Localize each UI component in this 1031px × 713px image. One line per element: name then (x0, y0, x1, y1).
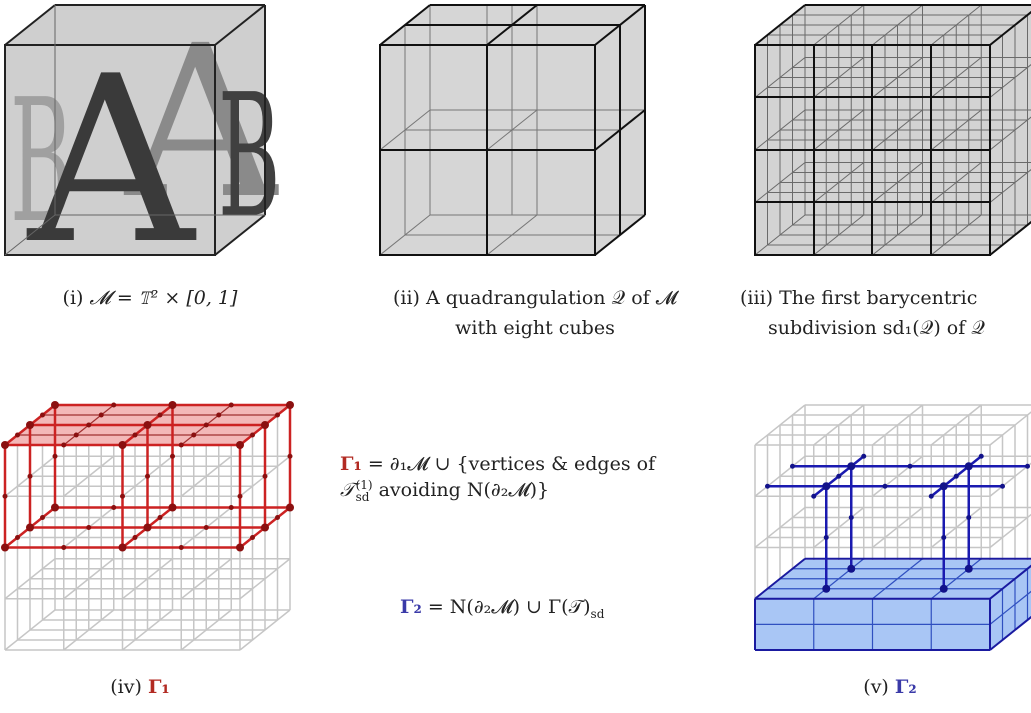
letter-left-b: B (10, 62, 72, 261)
figure-iv-gamma1 (1, 401, 294, 651)
caption-v-tag: (v) (863, 676, 889, 698)
caption-ii: (ii) A quadrangulation 𝒬 of 𝓜 with eight… (370, 283, 700, 343)
cube-i: A B A B (4, 0, 280, 270)
equation-gamma2: Γ₂ = N(∂₂𝓜) ∪ Γ(𝒯)sd (400, 594, 740, 627)
caption-iv-label: Γ₁ (147, 676, 170, 698)
caption-ii-tag: (ii) (392, 287, 420, 309)
caption-iv-tag: (iv) (110, 676, 142, 698)
letter-right-b: B (218, 57, 280, 256)
eq-gamma2-sub: sd (590, 606, 605, 621)
eq-gamma1-line1: = ∂₁𝓜 ∪ {vertices & edges of (361, 453, 656, 475)
caption-v: (v) Γ₂ (840, 672, 940, 702)
caption-iii: (iii) The first barycentric subdivision … (740, 283, 1031, 343)
eq-gamma2-label: Γ₂ (400, 596, 422, 618)
red-graph-iv (1, 401, 294, 552)
caption-iii-tag: (iii) (740, 287, 774, 309)
caption-i-math: 𝓜 = 𝕋² × [0, 1] (89, 287, 238, 309)
blue-graph-v (765, 453, 1030, 593)
blue-slab-v (754, 557, 1031, 651)
caption-ii-line2: with eight cubes (455, 317, 615, 339)
caption-ii-line1: A quadrangulation 𝒬 of 𝓜 (426, 287, 678, 309)
eq-gamma1-tsub: sd (355, 490, 370, 504)
figure-i-cube-torus: A B A B (4, 0, 280, 270)
eq-gamma1-tsup: (1) (355, 478, 373, 492)
figure-ii-quadrangulation (379, 4, 646, 256)
eq-gamma1-label: Γ₁ (340, 453, 362, 475)
cube-iii (754, 4, 1031, 256)
letter-back-a: A (123, 0, 279, 245)
figure-v-gamma2 (754, 404, 1031, 651)
caption-i-tag: (i) (62, 287, 84, 309)
eq-gamma1-line2: avoiding N(∂₂𝓜)} (372, 479, 550, 501)
eq-gamma2-rest: = N(∂₂𝓜) ∪ Γ(𝒯) (421, 596, 591, 618)
equation-gamma1: Γ₁ = ∂₁𝓜 ∪ {vertices & edges of 𝒯(1)sd a… (340, 451, 740, 503)
caption-iv: (iv) Γ₁ (90, 672, 190, 702)
cube-ii (379, 4, 646, 256)
caption-iii-line1: The first barycentric (779, 287, 978, 309)
caption-v-label: Γ₂ (894, 676, 917, 698)
figure-iii-barycentric (754, 4, 1031, 256)
caption-iii-line2: subdivision sd₁(𝒬) of 𝒬 (768, 317, 985, 339)
eq-gamma1-tsym: 𝒯 (340, 479, 355, 501)
letter-front-a: A (26, 28, 197, 270)
